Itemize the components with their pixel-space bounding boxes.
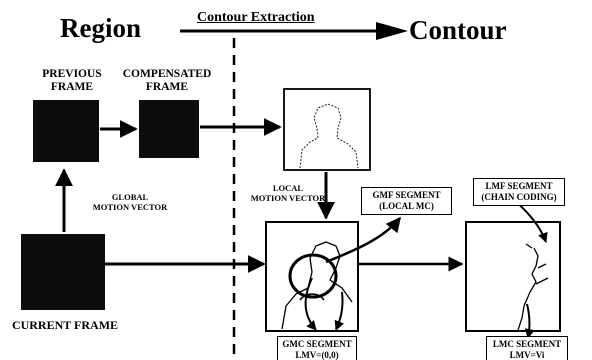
compensated-frame-block bbox=[139, 100, 199, 158]
arrow-to-gmc-2 bbox=[334, 291, 344, 331]
global-motion-vector-line-2: MOTION VECTOR bbox=[92, 202, 168, 212]
contour-label: Contour bbox=[409, 15, 507, 45]
compensated-frame-label-line-2: FRAME bbox=[145, 81, 189, 93]
region-label: Region bbox=[60, 13, 141, 43]
local-motion-vector-line-1: LOCAL bbox=[272, 183, 304, 193]
previous-frame-block bbox=[33, 100, 99, 162]
arrow-to-gmf bbox=[325, 216, 401, 264]
lmf-segment-detail: (CHAIN CODING) bbox=[481, 191, 557, 202]
contour-extraction-label: Contour Extraction bbox=[197, 10, 315, 25]
contour-frame-box bbox=[283, 88, 371, 171]
lmc-segment-title: LMC SEGMENT bbox=[492, 339, 562, 349]
previous-frame-label-line-2: FRAME bbox=[50, 81, 94, 93]
chain-contour-ticks bbox=[525, 243, 549, 285]
local-motion-circle bbox=[288, 253, 338, 299]
previous-frame-label-line-1: PREVIOUS bbox=[42, 68, 102, 80]
gmf-segment-title: GMF SEGMENT bbox=[372, 190, 441, 200]
lmc-segment-detail: LMV=Vi bbox=[509, 349, 545, 360]
local-motion-vector-line-2: MOTION VECTOR bbox=[250, 193, 326, 203]
extraction-arrow-head bbox=[376, 22, 408, 40]
gmc-segment-title: GMC SEGMENT bbox=[282, 339, 352, 349]
lmc-segment-box: LMC SEGMENT LMV=Vi bbox=[486, 336, 568, 360]
local-motion-vector-label: LOCAL MOTION VECTOR bbox=[233, 183, 343, 203]
global-motion-vector-line-1: GLOBAL bbox=[111, 192, 149, 202]
gmc-segment-box: GMC SEGMENT LMV=(0,0) bbox=[277, 336, 357, 360]
arrow-to-lmc bbox=[524, 303, 535, 339]
chain-contour bbox=[517, 247, 539, 331]
current-frame-block bbox=[21, 234, 105, 310]
gmc-segment-detail: LMV=(0,0) bbox=[295, 349, 339, 360]
current-frame-label: CURRENT FRAME bbox=[11, 318, 119, 332]
silhouette-outline bbox=[299, 103, 359, 169]
compensated-frame-label-line-1: COMPENSATED bbox=[122, 68, 212, 80]
previous-frame-label: PREVIOUS FRAME bbox=[32, 68, 112, 94]
gmf-segment-detail: (LOCAL MC) bbox=[379, 200, 434, 211]
chain-contour-box bbox=[465, 221, 561, 332]
arrow-to-gmc-1 bbox=[304, 277, 317, 331]
segmentation-box bbox=[265, 221, 359, 332]
compensated-frame-label: COMPENSATED FRAME bbox=[117, 68, 217, 94]
gmf-segment-box: GMF SEGMENT (LOCAL MC) bbox=[361, 187, 452, 215]
lmf-segment-box: LMF SEGMENT (CHAIN CODING) bbox=[473, 178, 565, 206]
global-motion-vector-label: GLOBAL MOTION VECTOR bbox=[70, 192, 190, 212]
lmf-segment-title: LMF SEGMENT bbox=[485, 181, 553, 191]
segmentation-link bbox=[299, 293, 325, 301]
